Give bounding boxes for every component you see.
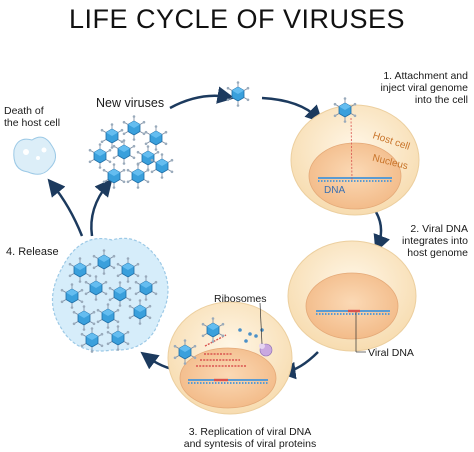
arrow-new-viruses-to-virus — [169, 86, 235, 110]
step2-caption: 2. Viral DNA integrates into host genome — [402, 223, 468, 259]
cell-step3 — [167, 301, 293, 415]
death-line1: Death of — [4, 105, 44, 117]
step3-line1: 3. Replication of viral DNA — [188, 426, 312, 438]
cell-step1 — [290, 96, 420, 216]
death-line2: the host cell — [4, 117, 61, 129]
death-caption: Death of the host cell — [4, 105, 60, 129]
step2-line2: integrates into — [402, 235, 468, 247]
step2-line3: host genome — [407, 247, 468, 259]
step3-line2: and syntesis of viral proteins — [183, 438, 317, 450]
arrow-step4-to-new-viruses — [90, 178, 113, 237]
arrow-step1-to-step2 — [373, 211, 390, 253]
step1-line1: 1. Attachment and — [383, 70, 468, 82]
step1-line2: inject viral genome — [380, 82, 468, 94]
cell-step2 — [287, 240, 417, 353]
step4-caption: 4. Release — [6, 246, 59, 258]
new-viruses-label: New viruses — [96, 96, 165, 110]
ribosomes-label: Ribosomes — [214, 293, 267, 305]
step2-line1: 2. Viral DNA — [410, 223, 468, 235]
lysed-cell-step4 — [51, 237, 169, 354]
arrow-virus-to-step1 — [261, 96, 323, 123]
dna-label: DNA — [324, 185, 346, 196]
free-virus — [226, 80, 250, 108]
viral-dna-label: Viral DNA — [368, 347, 414, 359]
step3-caption: 3. Replication of viral DNA and syntesis… — [170, 426, 330, 450]
page-title: LIFE CYCLE OF VIRUSES — [68, 4, 406, 34]
step1-caption: 1. Attachment and inject viral genome in… — [380, 70, 468, 106]
dead-cell-debris — [13, 136, 56, 175]
arrow-step4-to-death — [47, 178, 84, 237]
new-viruses-cluster — [88, 114, 174, 190]
step1-line3: into the cell — [414, 94, 468, 106]
